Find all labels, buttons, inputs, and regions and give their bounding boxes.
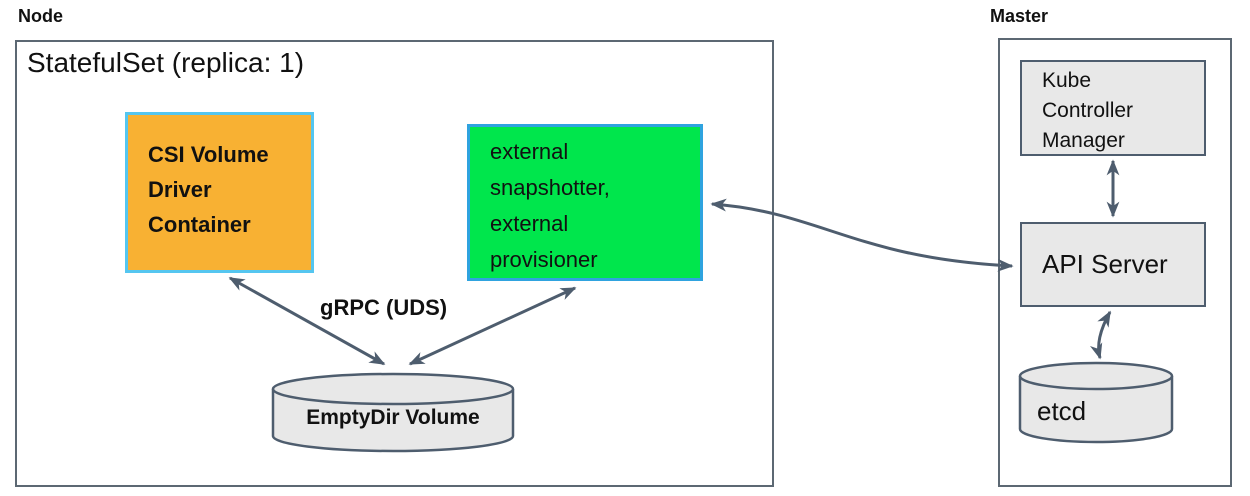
node-section-label: Node [18,6,63,26]
csi-box-line: Driver [148,177,212,202]
sidecar-box-line: provisioner [490,247,598,272]
etcd-label: etcd [1037,396,1087,426]
master-section-label: Master [990,6,1049,26]
sidecar-box-line: snapshotter, [490,175,610,200]
sidecar-containers-box: external snapshotter, external provision… [467,124,703,281]
csi-box-line: Container [148,212,251,237]
grpc-uds-label: gRPC (UDS) [320,295,448,320]
emptydir-volume-label: EmptyDir Volume [306,406,480,429]
kcm-box-line: Kube [1042,69,1092,92]
statefulset-title: StatefulSet (replica: 1) [27,47,305,78]
kcm-box-line: Controller [1042,99,1134,122]
api-server-box: API Server [1020,222,1206,307]
api-server-label: API Server [1042,249,1168,279]
kcm-box-line: Manager [1042,129,1125,152]
csi-volume-driver-box: CSI Volume Driver Container [125,112,314,273]
csi-box-line: CSI Volume [148,142,269,167]
sidecar-box-line: external [490,139,569,164]
kube-controller-manager-box: Kube Controller Manager [1020,60,1206,156]
sidecar-box-line: external [490,211,569,236]
